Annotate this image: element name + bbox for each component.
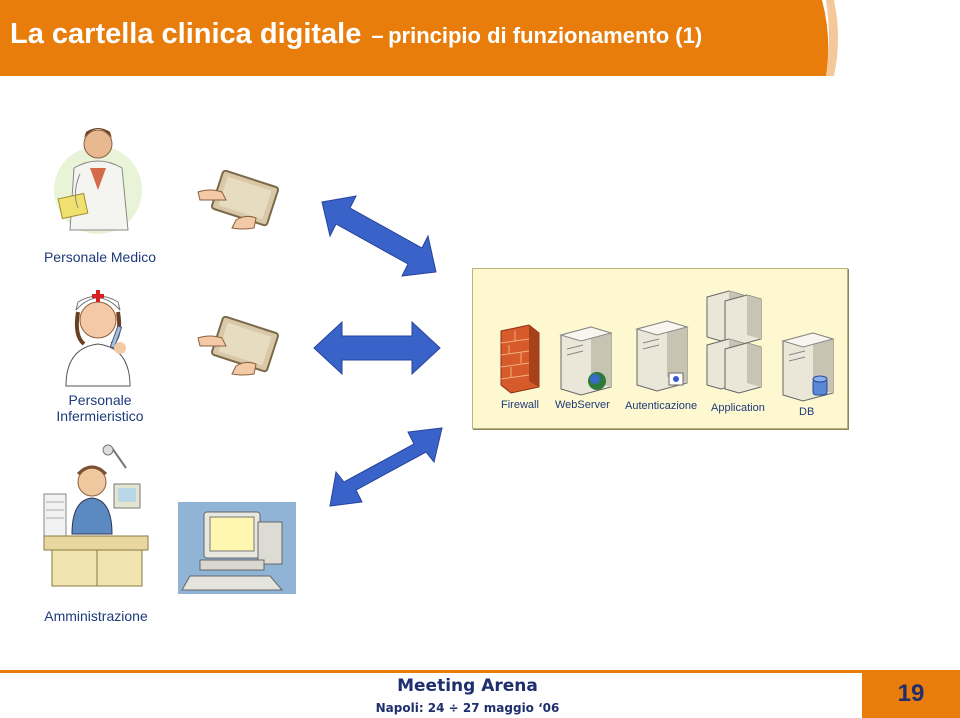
office-worker-clipart: [43, 444, 149, 587]
web-server-icon: [559, 326, 613, 396]
role-label-infermieristico: Personale Infermieristico: [30, 392, 170, 424]
title-dash: –: [371, 23, 384, 48]
bidirectional-arrow-icon: [313, 320, 441, 376]
title-subtitle: principio di funzionamento (1): [388, 23, 703, 48]
server-infrastructure-graphic: [500, 290, 835, 402]
application-server-icon: [706, 290, 762, 394]
tablet-icon: [197, 170, 279, 230]
server-label-webserver: WebServer: [555, 399, 610, 411]
role-label-infermieristico-line1: Personale: [68, 392, 132, 408]
server-label-application: Application: [711, 402, 765, 414]
footer-subtitle: Napoli: 24 ÷ 27 maggio ‘06: [375, 701, 560, 715]
bidirectional-arrow-icon: [321, 195, 437, 277]
desktop-computer-icon: [178, 502, 296, 594]
nurse-clipart: [65, 290, 131, 387]
auth-server-icon: [635, 320, 689, 392]
header-bar: La cartella clinica digitale– principio …: [0, 0, 960, 76]
page-number-box: [862, 673, 960, 718]
header-background: [0, 0, 838, 76]
footer-divider: [0, 670, 960, 673]
role-label-amministrazione: Amministrazione: [44, 608, 148, 624]
server-label-db: DB: [799, 406, 815, 418]
firewall-icon: [500, 324, 540, 394]
title-main: La cartella clinica digitale: [10, 18, 362, 50]
tablet-icon: [197, 316, 279, 376]
footer-title: Meeting Arena: [397, 676, 538, 696]
bidirectional-arrow-icon: [329, 427, 443, 507]
doctor-clipart: [54, 128, 142, 234]
server-label-firewall: Firewall: [501, 399, 539, 411]
server-panel: Firewall WebServer Autenticazione Applic…: [472, 268, 848, 429]
server-label-autenticazione: Autenticazione: [625, 400, 698, 412]
database-server-icon: [781, 332, 835, 402]
slide-title: La cartella clinica digitale– principio …: [10, 18, 702, 51]
role-label-infermieristico-line2: Infermieristico: [56, 408, 144, 424]
role-label-medico: Personale Medico: [43, 249, 157, 265]
footer-bar: [0, 670, 960, 718]
page-number: 19: [897, 680, 925, 707]
